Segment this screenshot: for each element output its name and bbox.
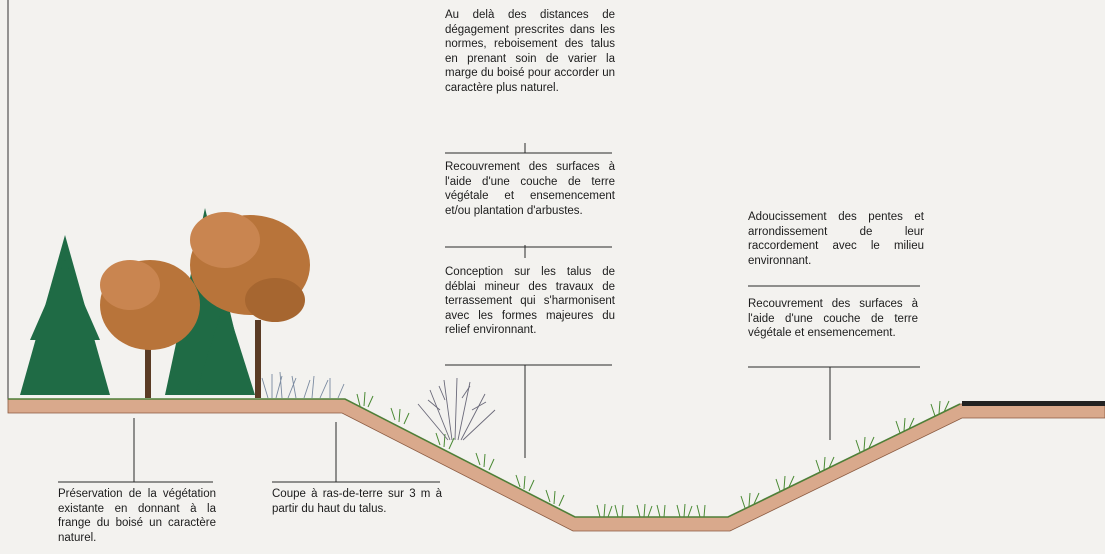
note-reforestation: Au delà des distances de dégagement pres… xyxy=(445,9,615,94)
bare-shrub xyxy=(417,377,496,441)
note-slope-softening: Adoucissement des pentes et arrondisseme… xyxy=(748,211,924,267)
small-shrub xyxy=(261,371,345,399)
ground-surface-line xyxy=(8,398,961,518)
callout-lines xyxy=(58,143,920,483)
note-topsoil-shrubs: Recouvrement des surfaces à l'aide d'une… xyxy=(445,161,615,217)
grass-tufts xyxy=(356,391,950,518)
road-surface xyxy=(962,401,1105,406)
note-ground-cut: Coupe à ras-de-terre sur 3 m à partir du… xyxy=(272,488,442,515)
conifer-trees xyxy=(20,208,255,395)
note-excavation-design: Conception sur les talus de déblai mineu… xyxy=(445,266,615,336)
note-vegetation-preservation: Préservation de la végétation existante … xyxy=(58,488,216,544)
deciduous-trees xyxy=(100,212,310,398)
note-topsoil-seeding: Recouvrement des surfaces à l'aide d'une… xyxy=(748,298,918,339)
